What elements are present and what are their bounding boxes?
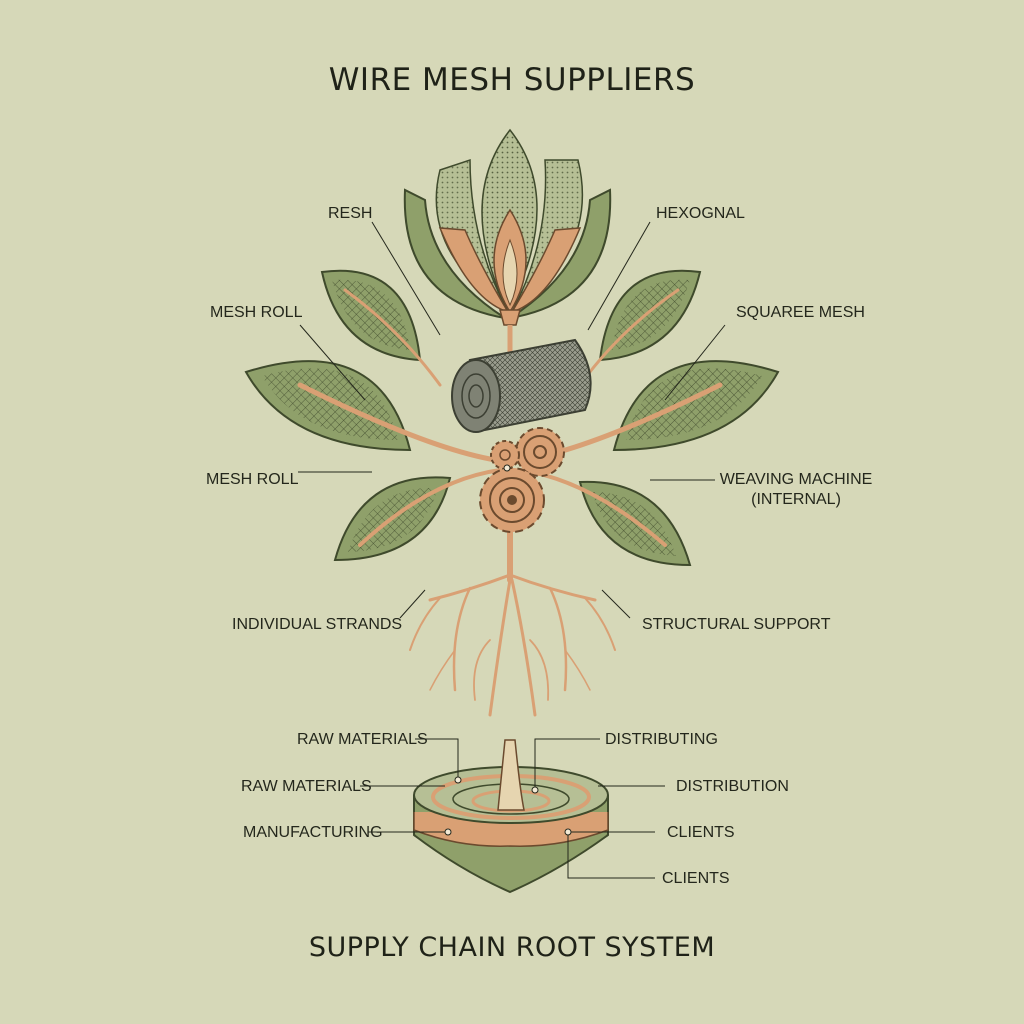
lotus-flower <box>403 128 612 352</box>
label-hexognal: HEXOGNAL <box>656 205 745 222</box>
label-distributing: DISTRIBUTING <box>605 731 718 748</box>
label-raw-materials-1: RAW MATERIALS <box>297 731 428 748</box>
label-squaree-mesh: SQUAREE MESH <box>736 304 865 321</box>
label-resh: RESH <box>328 205 373 222</box>
label-weaving-machine-line2: (INTERNAL) <box>751 491 841 508</box>
label-mesh-roll-mid: MESH ROLL <box>206 471 299 488</box>
label-weaving-machine-line1: WEAVING MACHINE <box>719 471 873 488</box>
label-distribution: DISTRIBUTION <box>676 778 789 795</box>
subtitle: SUPPLY CHAIN ROOT SYSTEM <box>308 932 716 963</box>
label-weaving-machine: WEAVING MACHINE (INTERNAL) <box>716 470 876 510</box>
label-mesh-roll-top: MESH ROLL <box>210 304 303 321</box>
roots <box>409 573 616 717</box>
gears <box>479 427 565 533</box>
leader-lines <box>298 221 726 879</box>
label-individual-strands: INDIVIDUAL STRANDS <box>232 616 403 633</box>
leader-dots <box>444 464 572 836</box>
label-manufacturing: MANUFACTURING <box>243 824 383 841</box>
main-title: WIRE MESH SUPPLIERS <box>328 62 696 98</box>
mesh-roll-cylinder <box>451 338 592 433</box>
label-raw-materials-2: RAW MATERIALS <box>241 778 372 795</box>
label-clients-1: CLIENTS <box>667 824 735 841</box>
label-clients-2: CLIENTS <box>662 870 730 887</box>
root-disc <box>413 739 609 894</box>
label-structural-support: STRUCTURAL SUPPORT <box>642 616 831 633</box>
